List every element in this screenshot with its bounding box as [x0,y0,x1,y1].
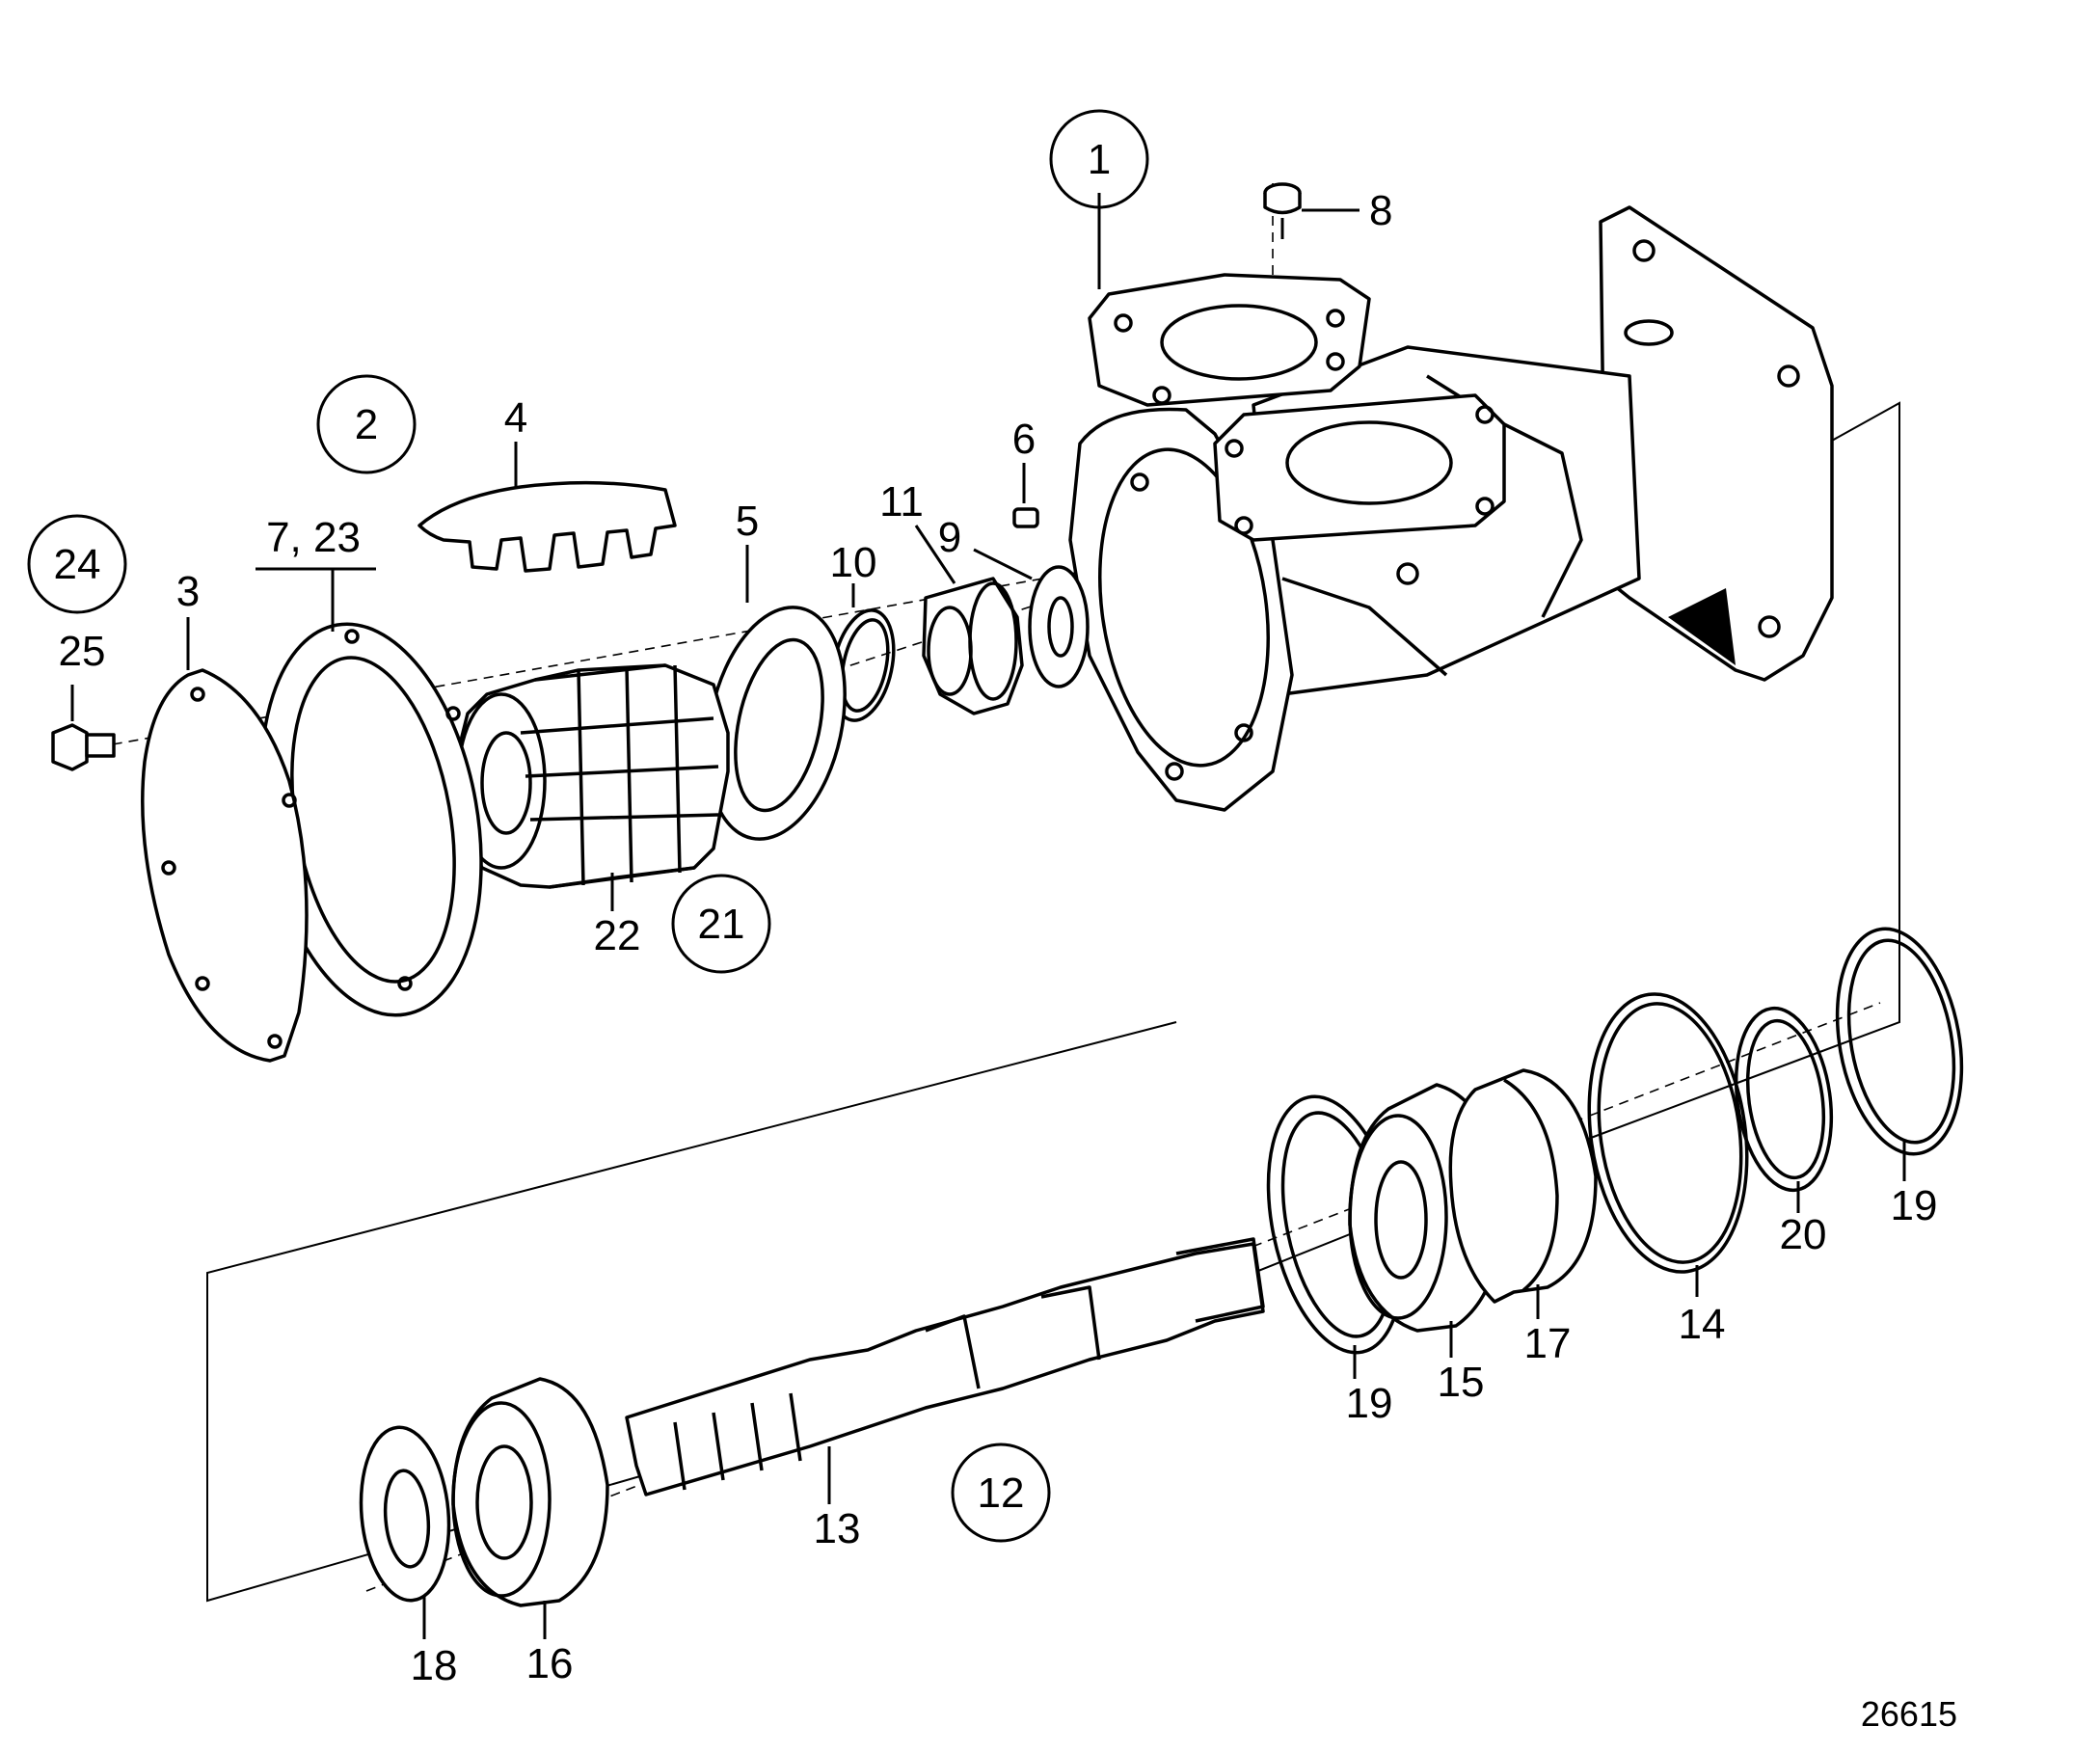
callout-5: 5 [736,498,759,545]
callout-4: 4 [504,394,527,442]
callout-25: 25 [59,628,106,675]
callout-24: 24 [27,514,127,614]
callout-22: 22 [594,912,641,959]
callout-19-front: 19 [1346,1380,1393,1427]
bearing-17 [1448,1068,1598,1319]
callout-12: 12 [951,1443,1051,1543]
shaft [625,1237,1265,1504]
callout-1: 1 [1049,109,1149,209]
callout-21: 21 [671,874,771,974]
seal [973,548,1090,688]
pump-housing [1068,205,1834,812]
callout-19-rear: 19 [1891,1182,1938,1229]
callout-13: 13 [814,1505,861,1552]
impeller [451,663,730,911]
callout-label: 21 [698,901,745,948]
bearing-16 [451,1377,609,1639]
callout-10: 10 [830,539,877,586]
callout-11: 11 [879,478,924,526]
drain-plug [1263,182,1360,239]
circlip-20 [1734,1006,1834,1213]
screw [51,685,116,771]
callout-label: 2 [355,401,378,448]
callout-16: 16 [526,1640,574,1687]
cam-4 [417,442,677,573]
cover-plate [141,617,309,1063]
callout-17: 17 [1524,1320,1572,1367]
sleeve-18 [359,1425,451,1639]
callout-8: 8 [1369,187,1392,234]
callout-20: 20 [1780,1211,1827,1258]
callout-label: 12 [978,1470,1025,1517]
callout-label: 1 [1088,136,1111,183]
seal-assembly [914,525,1024,715]
assembly-bracket [206,401,1900,1603]
callout-2: 2 [316,374,417,474]
callout-label: 24 [54,541,101,588]
circlip-19-rear [1835,927,1964,1181]
callout-6: 6 [1012,416,1036,463]
callout-labels: 1 2 3 4 5 6 7, 23 8 9 10 11 12 13 14 15 … [27,109,1938,1689]
callout-9: 9 [938,514,961,561]
callout-14: 14 [1679,1301,1726,1348]
drawing-reference-number: 26615 [1861,1694,1957,1734]
callout-3: 3 [176,568,200,615]
pin [1012,463,1039,528]
callout-15: 15 [1438,1359,1485,1406]
o-ring-14 [1587,992,1749,1297]
callout-18: 18 [411,1642,458,1689]
callout-7-23: 7, 23 [266,514,361,561]
